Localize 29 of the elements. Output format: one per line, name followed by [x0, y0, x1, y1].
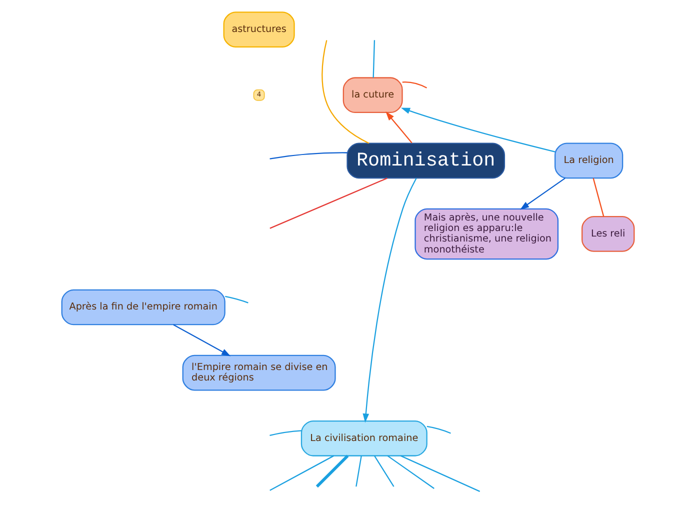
connector — [270, 152, 348, 160]
connector — [356, 456, 362, 487]
node-box: Les reli — [582, 216, 635, 252]
connector — [225, 296, 248, 304]
node-box: Mais après, une nouvelle religion es apparu:le christianisme, une religion monothéiste — [414, 208, 559, 260]
node-box: l'Empire romain se divise en deux régions — [182, 354, 336, 391]
arrow — [400, 108, 556, 152]
connector — [322, 40, 370, 144]
node-box: Rominisation — [346, 142, 506, 179]
connector — [592, 178, 604, 217]
connector — [372, 40, 376, 78]
connector — [426, 426, 451, 434]
arrow — [173, 324, 231, 356]
node-box: astructures — [223, 12, 295, 48]
node-box: La civilisation romaine — [300, 420, 428, 456]
connector — [270, 430, 302, 436]
arrow — [386, 111, 412, 144]
connector — [374, 456, 394, 487]
connector — [270, 455, 334, 491]
connector — [387, 455, 434, 489]
connector — [270, 178, 388, 229]
arrow — [362, 178, 417, 423]
node-box: Après la fin de l'empire romain — [61, 289, 226, 326]
node-box: la cuture — [342, 77, 403, 114]
node-box: La religion — [554, 142, 624, 179]
connector — [400, 455, 480, 492]
connector — [402, 82, 428, 88]
arrow — [520, 178, 566, 210]
connector — [316, 454, 349, 488]
